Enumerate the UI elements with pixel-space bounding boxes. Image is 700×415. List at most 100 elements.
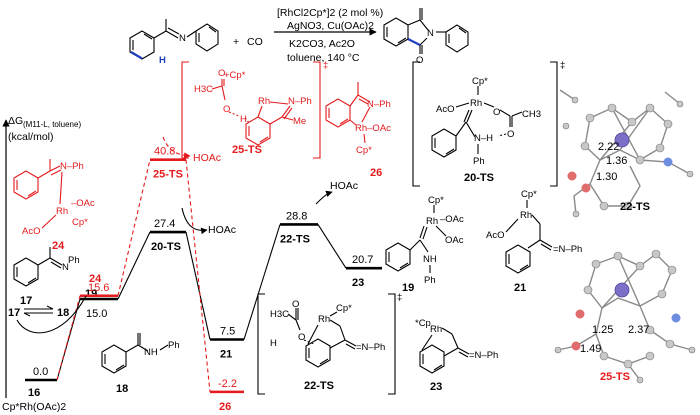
svg-text:O: O (298, 332, 305, 343)
black-connector-22-TS-23 (317, 224, 347, 269)
structure-17: N Ph 17 (13, 247, 80, 307)
svg-text:Ph: Ph (473, 156, 485, 167)
product-structure: N O (383, 8, 469, 66)
red-state-label-24: 24 (89, 273, 102, 285)
svg-text:NH: NH (144, 347, 158, 358)
svg-text:Rh: Rh (470, 98, 482, 109)
distance-125: 1.25 (592, 324, 613, 336)
structure-26: N–Ph Rh–OAc Cp* 26 (325, 82, 391, 179)
label-26: 26 (370, 167, 382, 179)
structure-23: *Cp Rh =N–Ph 23 (415, 318, 498, 393)
black-state-label-16: 16 (28, 387, 40, 399)
svg-text:H: H (270, 338, 277, 349)
svg-text:=N–Ph: =N–Ph (469, 350, 498, 361)
energy-levels: 0.01615.01927.420-TS7.52128.822-TS20.723… (25, 146, 382, 413)
svg-text:*Cp: *Cp (415, 318, 431, 329)
svg-text:Cp*: Cp* (521, 189, 537, 200)
svg-text:NH: NH (423, 254, 437, 265)
svg-text:O: O (493, 107, 500, 118)
red-energy-value-25-TS: 40.8 (154, 146, 175, 158)
red-connector-25-TS-26 (185, 159, 211, 392)
black-energy-value-16: 0.0 (33, 366, 48, 378)
svg-text:O: O (223, 104, 230, 115)
hoac-annotations: HOAc HOAc HOAc (162, 136, 358, 236)
svg-text:Ph: Ph (424, 275, 436, 286)
ortho-h-label: H (159, 55, 166, 66)
svg-text:Rh: Rh (520, 210, 532, 221)
svg-text:AcO: AcO (486, 230, 504, 241)
label-19: 19 (402, 282, 414, 294)
label-22-ts: 22-TS (304, 380, 334, 392)
black-energy-value-20-TS: 27.4 (154, 218, 175, 230)
svg-text:Rh: Rh (318, 314, 330, 325)
distance-222: 2.22 (598, 141, 619, 153)
red-connector-24-25-TS (117, 159, 151, 296)
black-connector-19-20-TS (117, 231, 151, 300)
axis-units: (kcal/mol) (8, 131, 54, 143)
svg-text:CH3: CH3 (522, 109, 541, 120)
red-energy-value-24: 15.6 (88, 282, 109, 294)
energy-axis: ΔG (M11-L, toluene) (kcal/mol) (2, 115, 81, 398)
svg-text:AcO: AcO (22, 226, 40, 237)
svg-text:Cp*: Cp* (336, 303, 352, 314)
label-xray-22-ts: 22-TS (620, 201, 650, 213)
label-24: 24 (52, 240, 65, 252)
distance-130: 1.30 (596, 171, 617, 183)
svg-text:N: N (62, 262, 69, 273)
label-23: 23 (430, 381, 442, 393)
black-connector-21-22-TS (243, 224, 281, 340)
svg-text:Cp*: Cp* (72, 217, 88, 228)
label-17: 17 (20, 295, 32, 307)
starting-catalyst-label: Cp*Rh(OAc)2 (2, 401, 66, 413)
axis-label-sub: (M11-L, toluene) (23, 120, 81, 129)
red-energy-value-26: -2.2 (218, 378, 237, 390)
structure-25-ts: ‡ H3C O +Cp* Rh O H N–Ph Me 25-TS (181, 60, 328, 159)
black-state-label-21: 21 (220, 349, 232, 361)
svg-text:Rh: Rh (426, 216, 438, 227)
product-n-atom: N (427, 28, 434, 39)
svg-text:OAc: OAc (445, 235, 464, 246)
svg-text:O: O (507, 129, 514, 140)
svg-text:Cp*: Cp* (356, 145, 372, 156)
label-20-ts: 20-TS (464, 172, 494, 184)
red-state-label-26: 26 (219, 401, 231, 413)
black-state-label-20-TS: 20-TS (151, 241, 181, 253)
svg-text:=N–Ph: =N–Ph (553, 244, 582, 255)
svg-text:Rh: Rh (56, 206, 68, 217)
plus-sign: + (233, 36, 239, 48)
catalyst-text: [RhCl2Cp*]2 (2 mol %) (277, 7, 383, 19)
svg-text:‡: ‡ (323, 60, 328, 71)
label-18: 18 (116, 383, 128, 395)
svg-text:Rh: Rh (258, 96, 270, 107)
eq-label-17: 17 (8, 307, 20, 319)
label-xray-25-ts: 25-TS (600, 371, 630, 383)
distance-237: 2.37 (628, 324, 649, 336)
svg-text:N–Ph: N–Ph (60, 161, 84, 172)
red-state-label-25-TS: 25-TS (153, 169, 183, 181)
reaction-scheme: N H + CO [RhCl2Cp*]2 (2 mol %) AgNO3, Cu… (129, 7, 469, 66)
base-text: K2CO3, Ac2O (289, 38, 355, 50)
svg-text:AcO: AcO (436, 104, 454, 115)
black-state-label-23: 23 (352, 277, 364, 289)
svg-text:H3C: H3C (194, 84, 213, 95)
hoac-loss-20ts: HOAc (208, 224, 236, 236)
black-energy-value-21: 7.5 (220, 326, 235, 338)
svg-text:‡: ‡ (397, 292, 402, 303)
black-energy-value-22-TS: 28.8 (286, 210, 307, 222)
structure-19: Cp* Rh –OAc OAc NH Ph 19 (385, 195, 464, 294)
label-21: 21 (514, 282, 526, 294)
distance-136: 1.36 (606, 155, 627, 167)
additives-text: AgNO3, Cu(OAc)2 (287, 20, 374, 32)
structure-22-ts: ‡ H3C O O H Rh Cp* =N–Ph 22-TS (257, 292, 402, 395)
svg-text:N–Ph: N–Ph (367, 99, 391, 110)
svg-text:Ph: Ph (68, 255, 80, 266)
solvent-text: toluene, 140 °C (287, 52, 360, 64)
black-connector-20-TS-21 (185, 231, 211, 340)
svg-text:N–H: N–H (474, 133, 493, 144)
svg-text:Me: Me (293, 116, 306, 127)
model-22-ts: 2.22 1.36 1.30 22-TS (559, 89, 694, 218)
structure-18: NH Ph 18 (101, 333, 180, 395)
co-reagent: CO (247, 36, 263, 48)
svg-text:N–Ph: N–Ph (288, 96, 312, 107)
